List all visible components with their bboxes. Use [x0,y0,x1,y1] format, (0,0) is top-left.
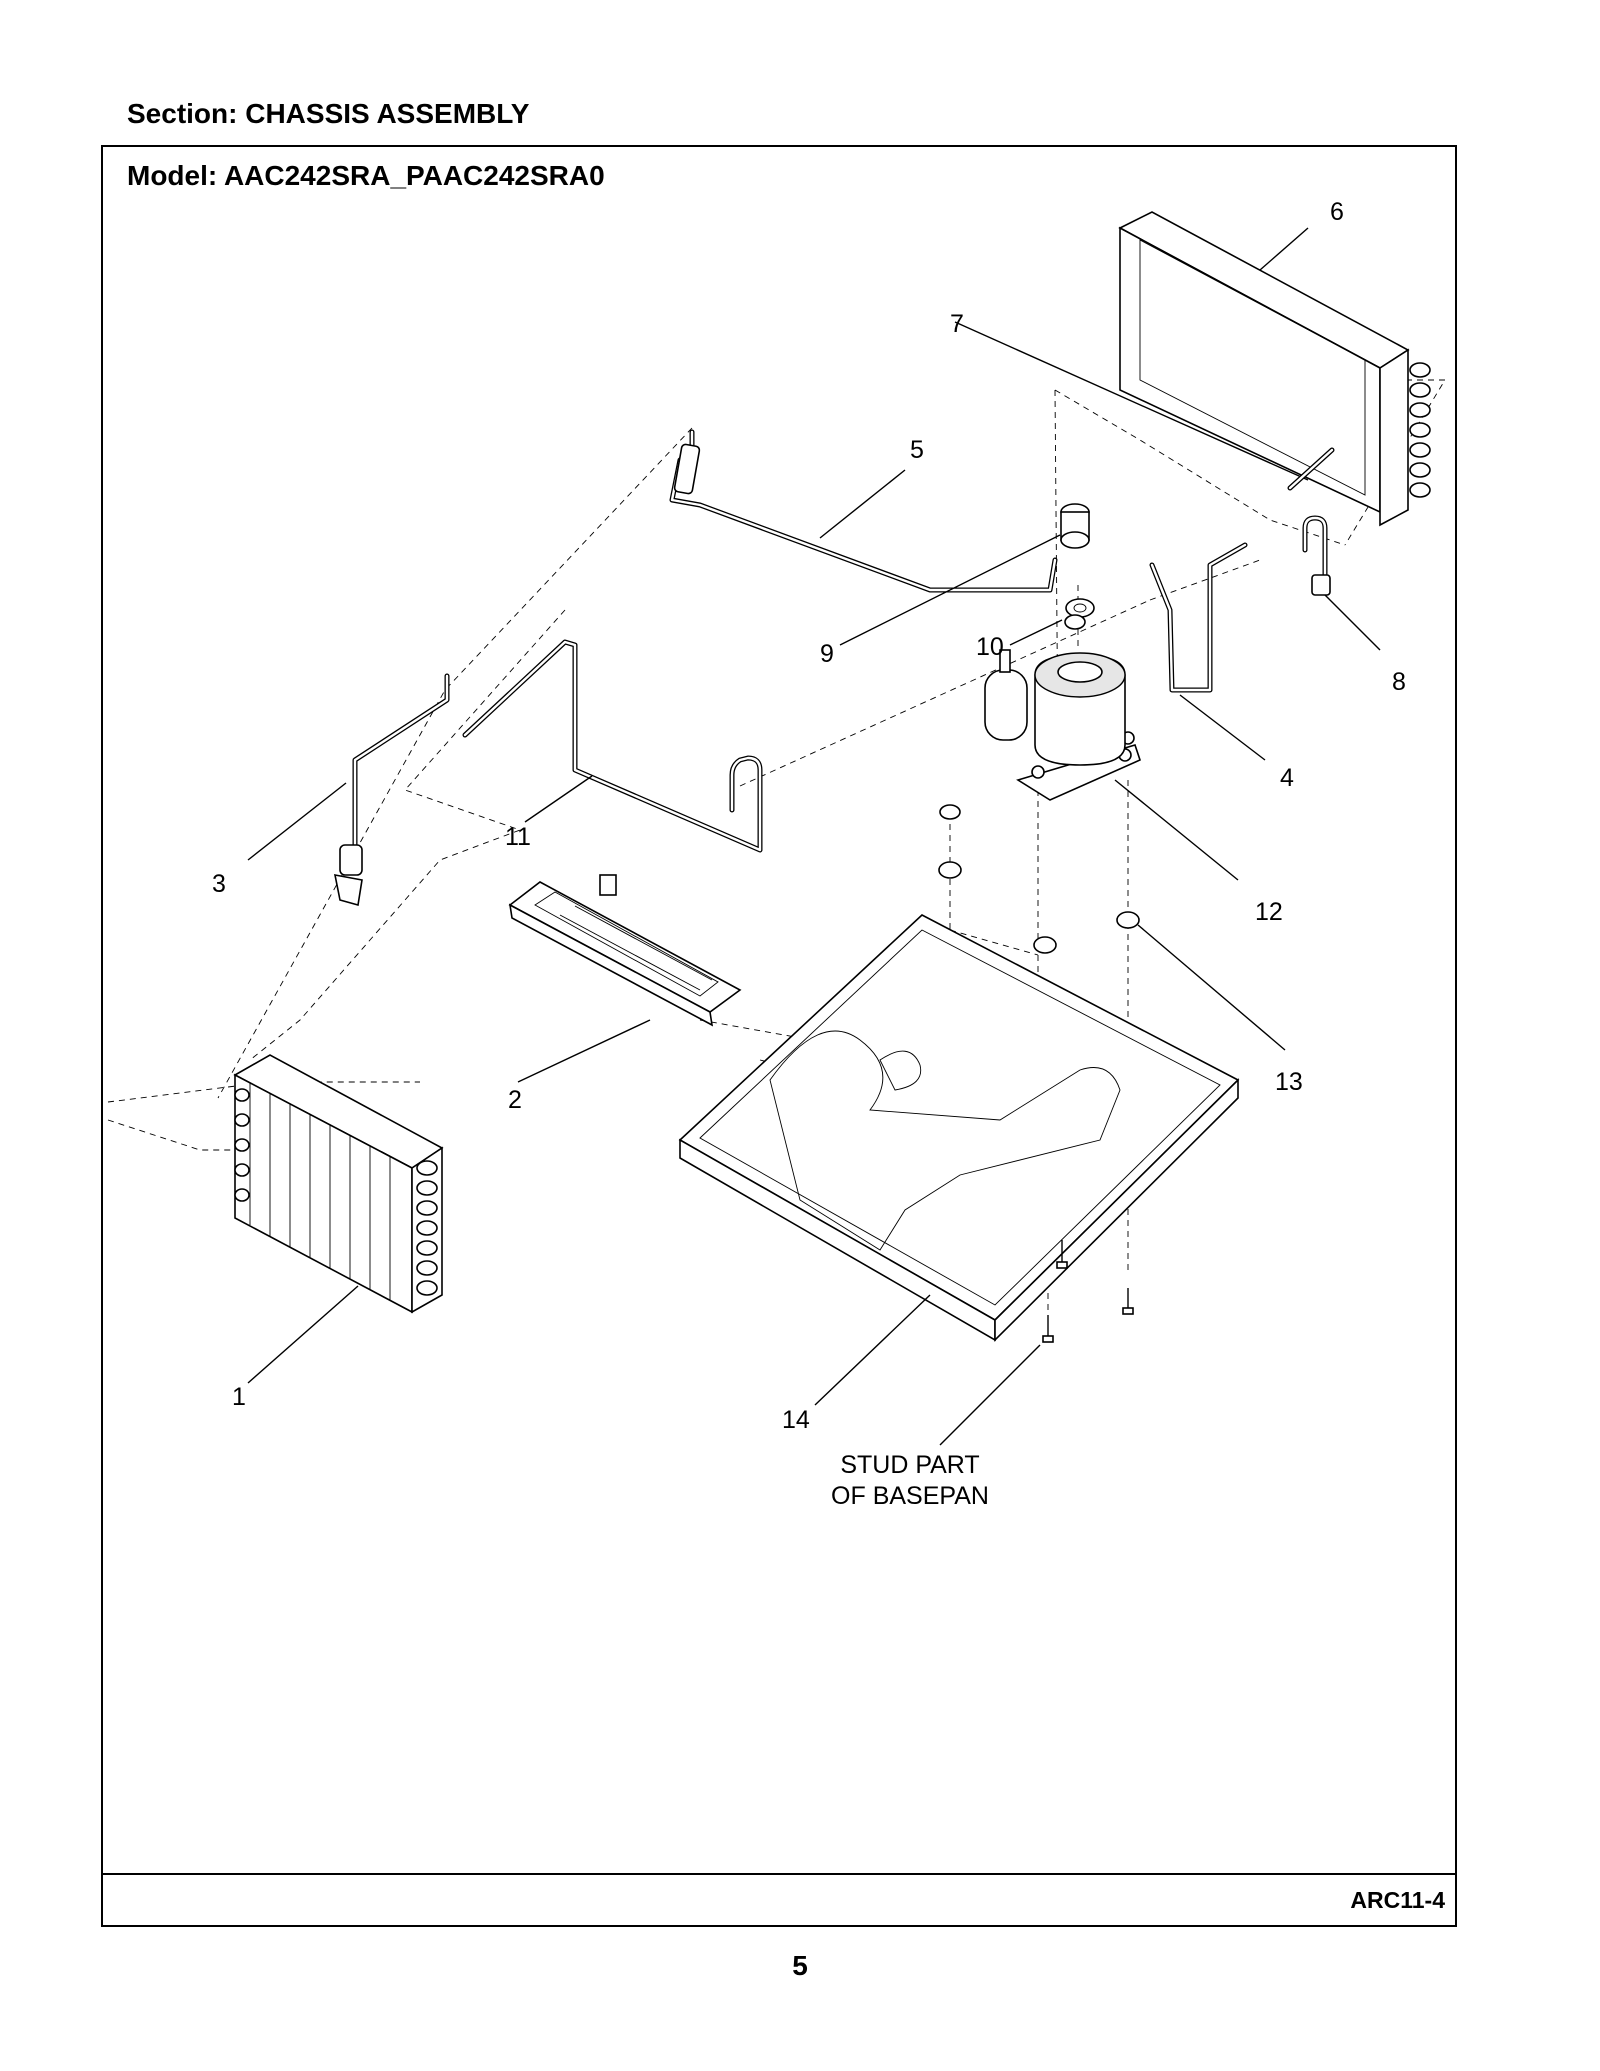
callout-6: 6 [1330,198,1344,226]
part-6-condenser-coil [1118,211,1431,527]
footer-divider [101,1873,1457,1875]
basepan-studs [939,1240,1134,1446]
callout-3: 3 [212,870,226,898]
callout-5: 5 [910,436,924,464]
part-3-capillary-tube [247,673,450,907]
callout-13: 13 [1275,1068,1303,1096]
callout-2: 2 [508,1086,522,1114]
part-4-liquid-tube [1149,542,1266,761]
page-number: 5 [792,1950,808,1981]
part-13-compressor-grommets [938,804,1286,1051]
part-2-drain-tray [508,874,742,1083]
drawing-frame [101,145,1457,1927]
callout-12: 12 [1255,898,1283,926]
callout-7: 7 [950,310,964,338]
part-5-discharge-tube [669,429,1058,593]
model-title: Model: AAC242SRA_PAAC242SRA0 [127,160,605,191]
callout-11: 11 [505,823,531,851]
stud-note: STUD PART OF BASEPAN [831,1451,989,1510]
part-9-service-valve [839,503,1090,646]
callout-10: 10 [976,633,1004,661]
part-11-suction-tube [462,639,763,853]
callout-4: 4 [1280,764,1294,792]
section-title: Section: CHASSIS ASSEMBLY [127,98,530,129]
part-12-compressor [984,649,1239,881]
callout-1: 1 [232,1383,246,1411]
document-code: ARC11-4 [1350,1887,1445,1913]
part-8-fitting [1302,515,1381,651]
callout-9: 9 [820,640,834,668]
stud-note-line-1: STUD PART [840,1451,979,1479]
part-7-tube-leader [954,321,1335,491]
callout-14: 14 [782,1406,810,1434]
callout-labels: 1 2 3 4 5 6 7 8 9 10 11 12 13 14 [212,198,1406,1434]
part-10-washer [1009,598,1095,646]
callout-8: 8 [1392,668,1406,696]
part-14-basepan [678,914,1240,1406]
stud-note-line-2: OF BASEPAN [831,1482,989,1510]
part-1-evaporator-coil [233,1054,444,1384]
